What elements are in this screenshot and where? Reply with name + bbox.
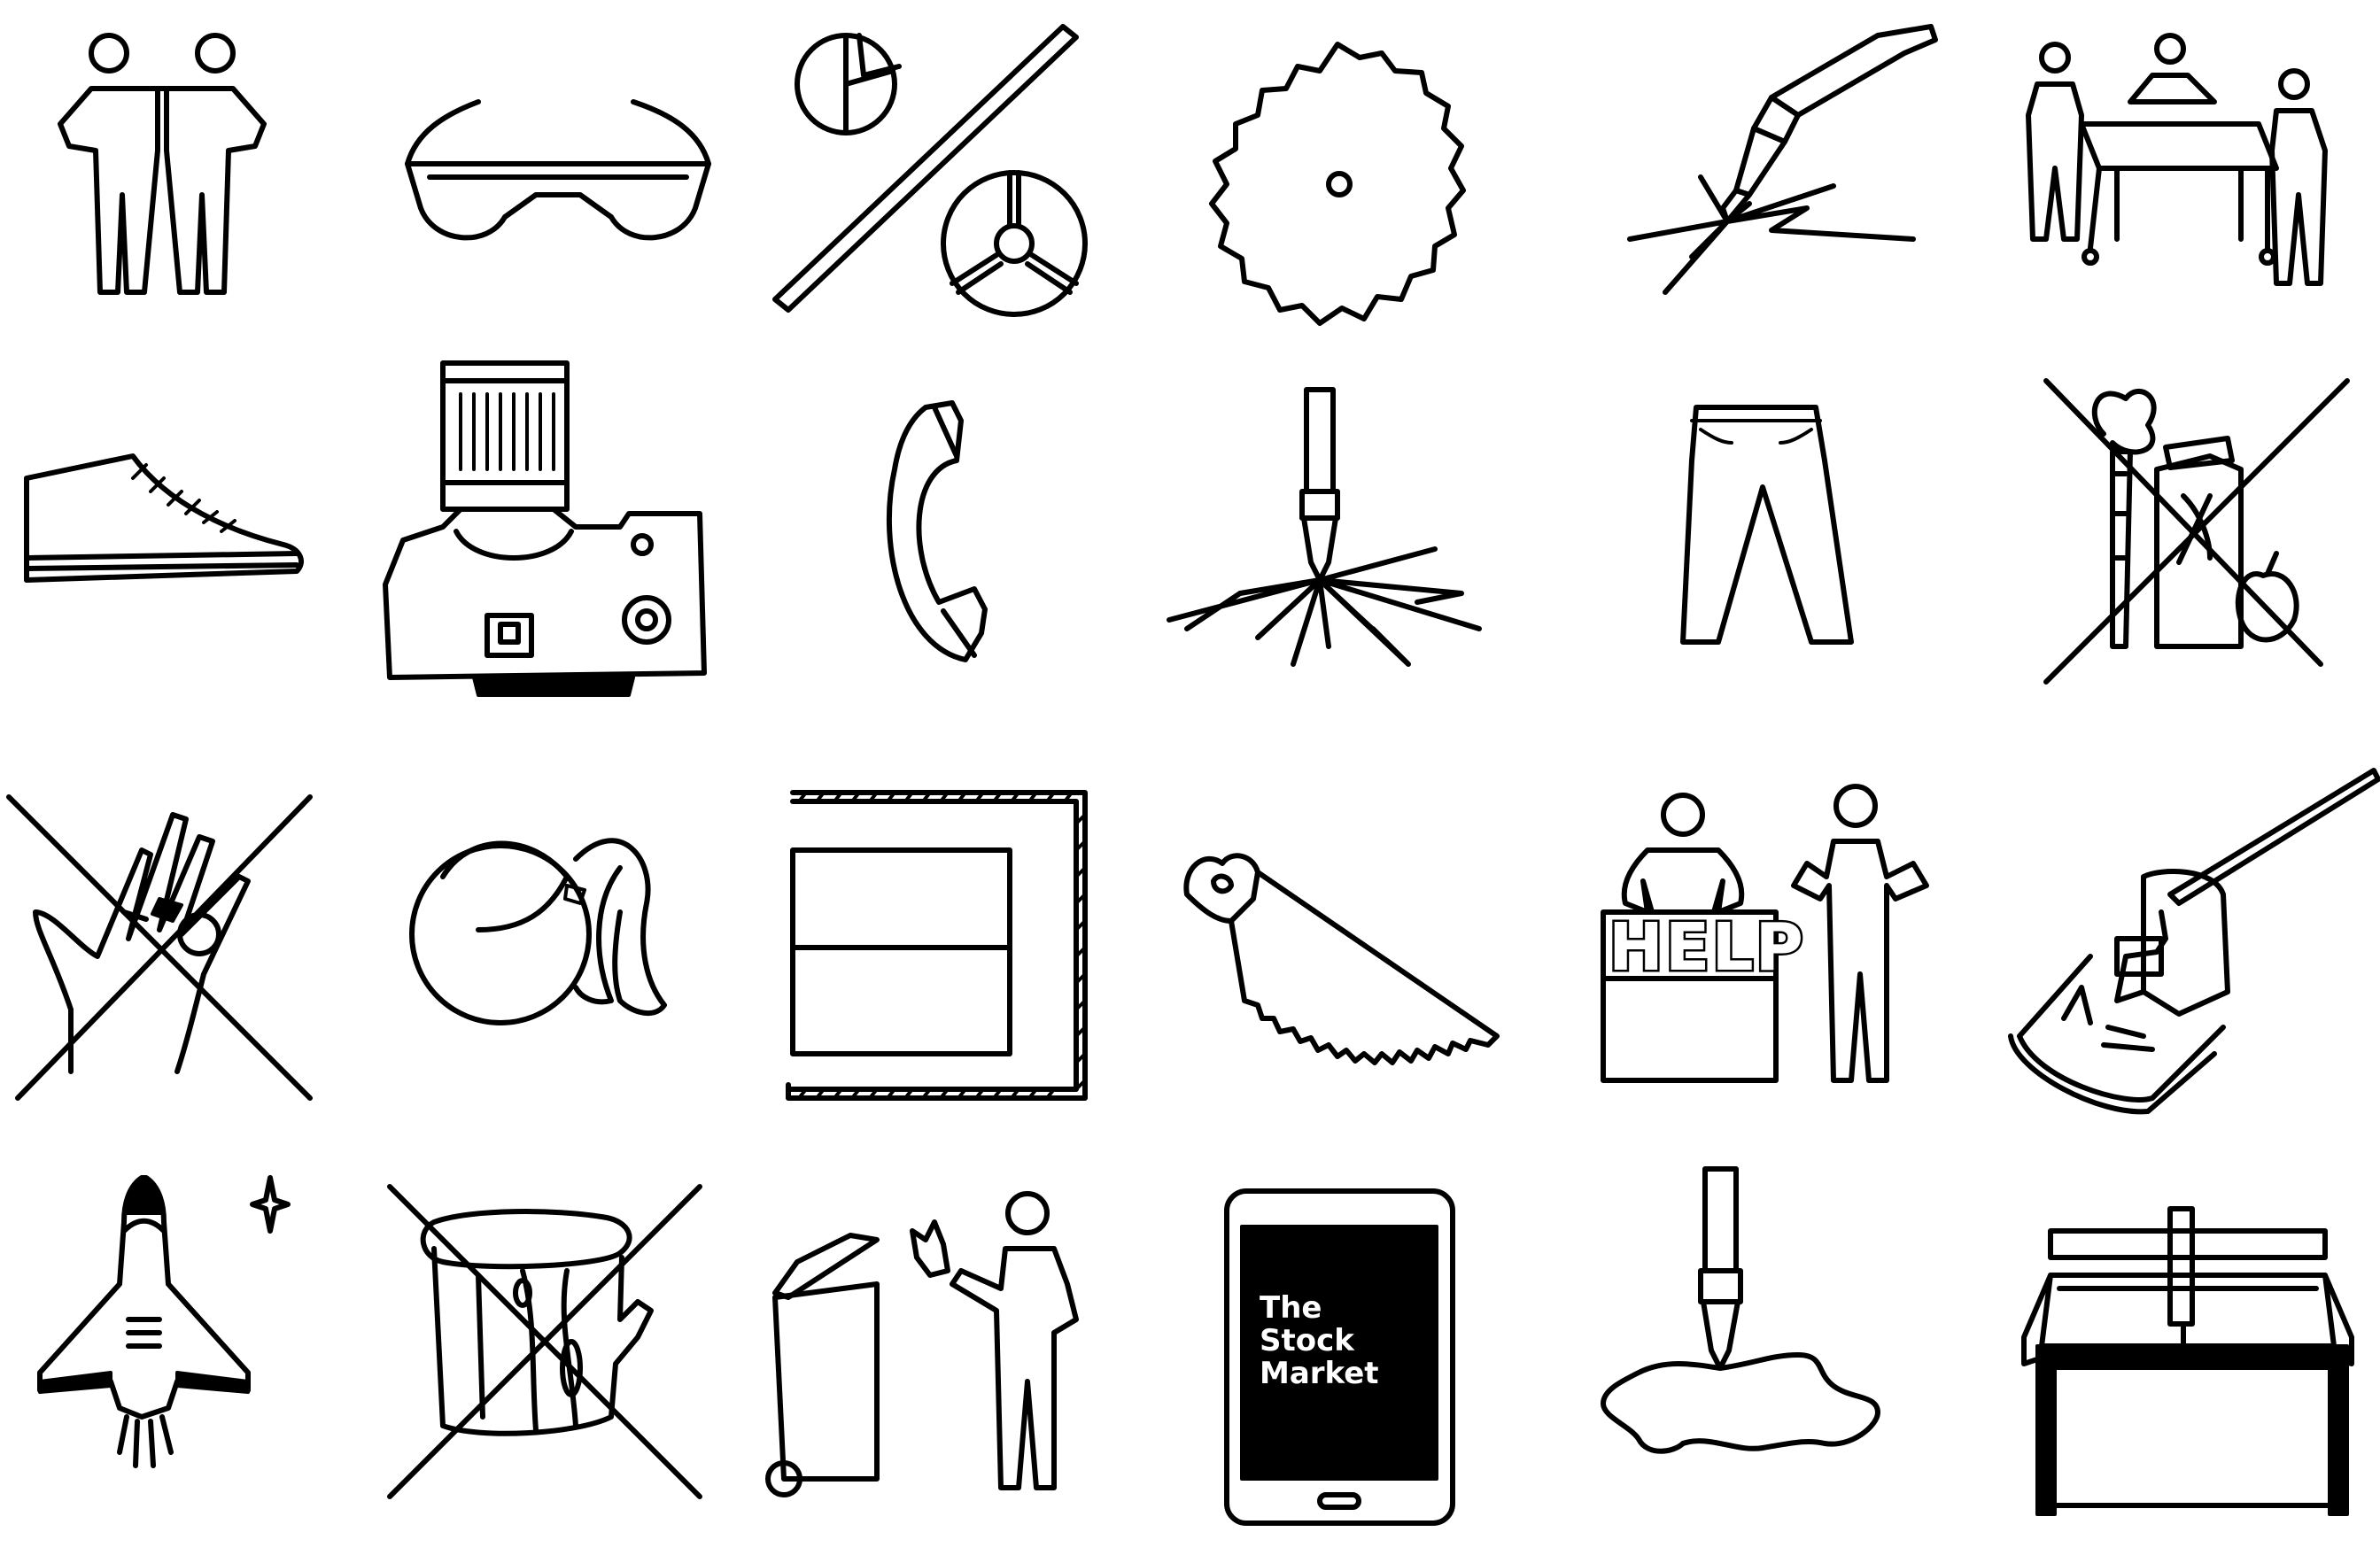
hand-saw-icon (1169, 797, 1541, 1169)
no-food-drink-icon (1997, 363, 2369, 735)
laser-pen-sparks-icon (1151, 372, 1523, 744)
stock-market-tablet-icon: The Stock Market (1222, 1187, 1594, 1559)
phone-handset-icon (762, 372, 1134, 744)
tablet-line-2: Stock (1260, 1323, 1355, 1358)
saw-blade-icon (1151, 18, 1523, 390)
safety-glasses-icon (390, 18, 762, 390)
icon-sheet: HELP (0, 18, 2380, 1526)
pen-spill-icon (1585, 1160, 1957, 1532)
hair-tie-icon (390, 779, 762, 1151)
help-desk-icon: HELP (1594, 784, 1966, 1160)
no-rings-hand-icon (0, 779, 372, 1151)
space-shuttle-icon (22, 1169, 394, 1541)
camera-icon (376, 354, 748, 726)
tablet-line-3: Market (1260, 1356, 1379, 1391)
hand-press-icon (2002, 762, 2380, 1134)
trash-bin-icon (762, 1187, 1134, 1559)
laser-engraver-icon (1594, 18, 1966, 390)
team-at-table-icon (2002, 18, 2374, 390)
tablet-line-1: The (1260, 1290, 1322, 1326)
percentage-pie-icon (762, 18, 1134, 390)
cnc-router-icon (2002, 1169, 2374, 1541)
trousers-icon (1546, 372, 1918, 744)
two-people-icon (25, 18, 397, 390)
help-sign-text: HELP (1609, 909, 1805, 986)
safety-zone-box-icon (779, 779, 1151, 1151)
sneaker-icon (18, 372, 390, 744)
no-tree-stump-icon (381, 1169, 753, 1541)
